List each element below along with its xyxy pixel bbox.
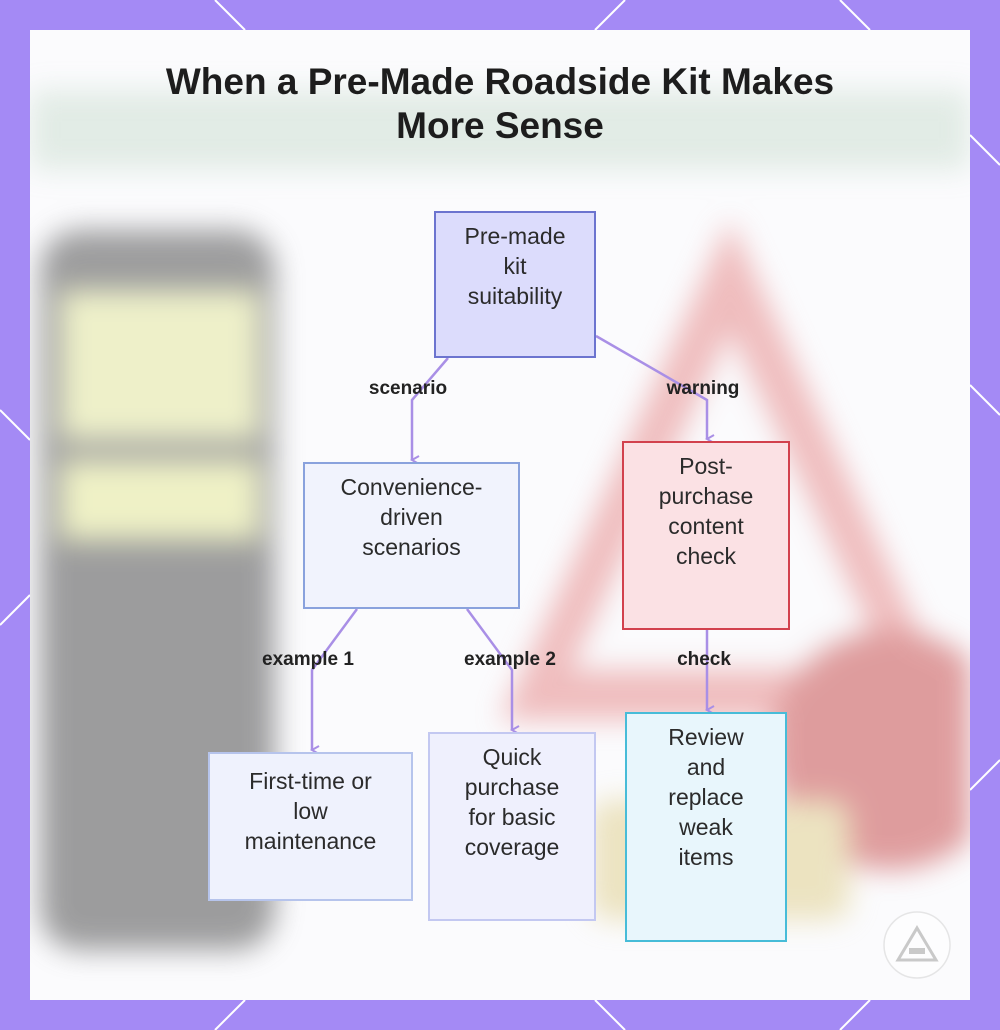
edge-example1 xyxy=(312,608,359,750)
edge-label-warning: warning xyxy=(666,378,740,399)
diagram-title: When a Pre-Made Roadside Kit Makes More … xyxy=(30,60,970,148)
triangle-logo-icon xyxy=(883,911,951,979)
edge-example2 xyxy=(465,608,512,730)
edge-warning xyxy=(595,334,707,439)
edge-label-example-2: example 2 xyxy=(464,649,556,670)
title-line-2: More Sense xyxy=(396,105,604,146)
edge-scenario xyxy=(412,357,449,460)
title-line-1: When a Pre-Made Roadside Kit Makes xyxy=(165,61,835,102)
edge-label-example-1: example 1 xyxy=(262,649,354,670)
edge-label-check: check xyxy=(677,649,731,670)
edge-label-scenario: scenario xyxy=(368,378,448,399)
